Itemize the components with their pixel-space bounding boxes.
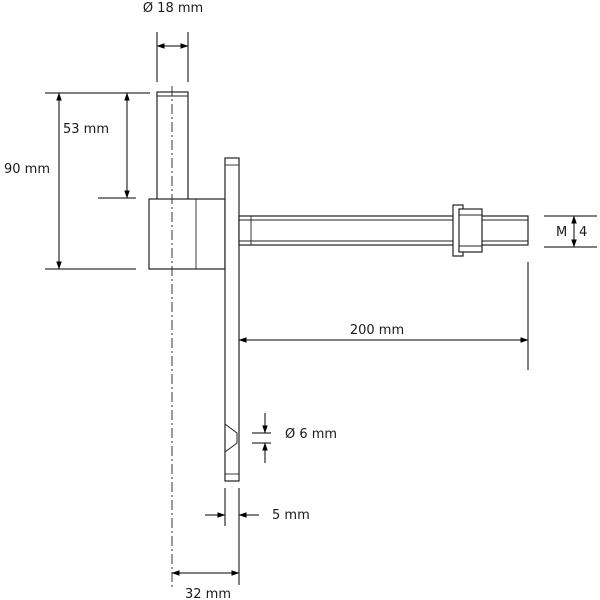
- thread-label-m: M: [556, 225, 567, 240]
- pin-block: [148, 198, 226, 270]
- mounting-plate: [224, 157, 240, 482]
- dim-plate-thickness: 5 mm: [205, 488, 310, 585]
- rod-length-label: 200 mm: [350, 323, 404, 338]
- dim-pin-diameter: Ø 18 mm: [143, 1, 203, 82]
- hex-nut: [452, 204, 483, 257]
- pin-height-label: 53 mm: [63, 122, 109, 137]
- offset-label: 32 mm: [185, 587, 231, 600]
- hinge-part: [148, 86, 529, 590]
- plate-thickness-label: 5 mm: [272, 508, 310, 523]
- pin: [156, 91, 189, 201]
- dim-offset: 32 mm: [171, 570, 240, 600]
- dim-rod-length: 200 mm: [238, 262, 529, 370]
- countersunk-hole: [224, 423, 238, 453]
- thread-label-size: 4: [579, 225, 587, 240]
- pin-diameter-label: Ø 18 mm: [143, 1, 203, 16]
- hole-diameter-label: Ø 6 mm: [285, 427, 337, 442]
- dim-thread: M 4: [544, 215, 597, 248]
- dim-total-height: 90 mm: [4, 92, 150, 270]
- dim-hole-diameter: Ø 6 mm: [252, 413, 337, 463]
- dim-pin-height: 53 mm: [63, 92, 136, 199]
- total-height-label: 90 mm: [4, 162, 50, 177]
